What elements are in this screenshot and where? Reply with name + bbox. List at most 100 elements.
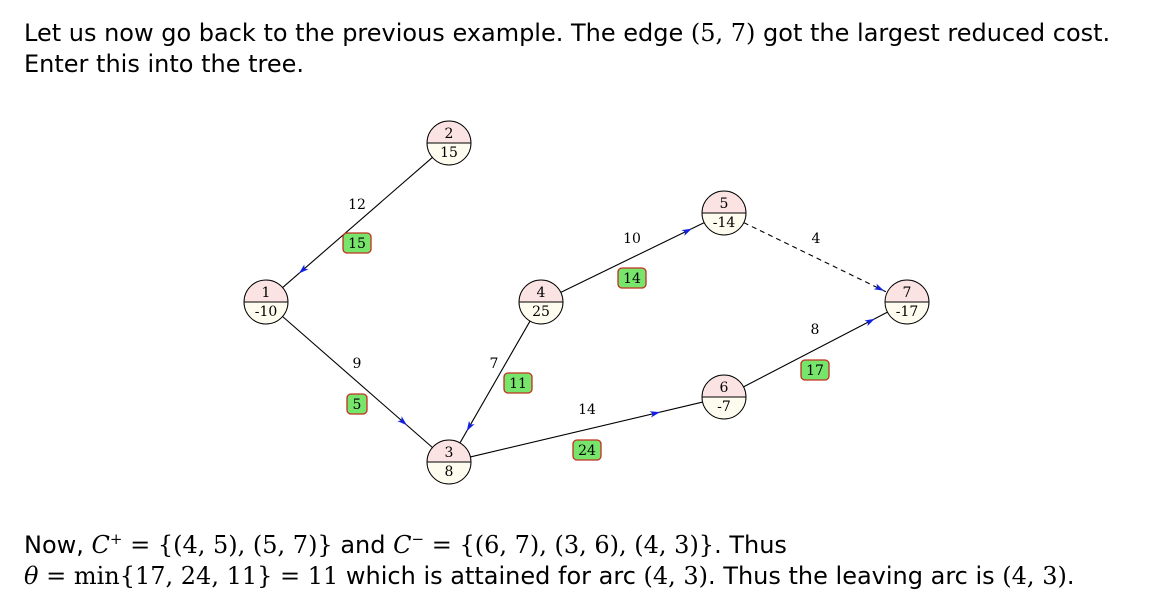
edge-2-1: 12 15 — [282, 157, 433, 288]
node-7: 7-17 — [884, 279, 930, 325]
edge-arrowhead — [864, 318, 875, 327]
intro-text-2: got the largest reduced cost. — [755, 19, 1111, 47]
node-top-half — [427, 121, 471, 143]
node-id-label: 4 — [537, 285, 546, 301]
outro-period: . — [1066, 562, 1075, 590]
outro-and: and — [332, 531, 394, 559]
theta-expr: = min{17, 24, 11} = 11 — [38, 562, 339, 590]
edge-line — [459, 320, 531, 444]
node-bottom-half — [244, 302, 288, 324]
edge-flow-box — [617, 267, 647, 289]
edge-flow-box — [342, 232, 372, 254]
edge-6-7: 8 17 — [743, 311, 888, 388]
edge-cost-label: 7 — [490, 356, 499, 372]
cplus-symbol: C — [91, 531, 110, 559]
theta-symbol: θ — [24, 562, 39, 590]
node-ring — [518, 279, 564, 325]
edge-flow-label: 24 — [578, 443, 596, 459]
edge-cost-label: 14 — [578, 402, 596, 418]
cminus-sup: − — [411, 530, 425, 548]
node-5: 5-14 — [701, 190, 747, 236]
node-value-label: -14 — [713, 215, 736, 231]
edge-line — [282, 157, 433, 288]
outro-thus1: . Thus — [714, 531, 787, 559]
edge-cost-label: 4 — [812, 231, 821, 247]
edge-flow-box — [346, 393, 368, 415]
node-value-label: 25 — [532, 304, 550, 320]
node-id-label: 1 — [262, 285, 271, 301]
outro-paragraph: Now, C+ = {(4, 5), (5, 7)} and C− = {(6,… — [24, 524, 1149, 592]
arc-attained: (4, 3) — [643, 562, 709, 590]
node-ring — [426, 439, 472, 485]
node-ring — [243, 279, 289, 325]
node-top-half — [427, 440, 471, 462]
node-top-half — [519, 280, 563, 302]
edge-3-6: 14 24 — [470, 401, 703, 461]
node-id-label: 2 — [445, 126, 454, 142]
node-id-label: 3 — [445, 445, 454, 461]
cplus-set: = {(4, 5), (5, 7)} — [122, 531, 333, 559]
edge-arrowhead — [681, 228, 692, 236]
node-2: 215 — [426, 120, 472, 166]
edge-cost-label: 8 — [811, 322, 820, 338]
node-value-label: 15 — [440, 145, 458, 161]
cminus-symbol: C — [393, 531, 412, 559]
edge-flow-label: 11 — [509, 376, 527, 392]
intro-text-3: Enter this into the tree. — [24, 50, 304, 78]
node-value-label: -10 — [255, 304, 278, 320]
edge-flow-box — [572, 439, 602, 461]
node-value-label: -17 — [896, 304, 919, 320]
edge-arrowhead — [649, 411, 661, 418]
edge-cost-label: 10 — [623, 231, 641, 247]
cplus-sup: + — [109, 530, 123, 548]
intro-paragraph: Let us now go back to the previous examp… — [24, 18, 1149, 80]
edge-cost-label: 12 — [348, 197, 366, 213]
node-3: 38 — [426, 439, 472, 485]
node-top-half — [244, 280, 288, 302]
node-id-label: 5 — [720, 196, 729, 212]
node-id-label: 7 — [903, 285, 912, 301]
node-ring — [701, 190, 747, 236]
edge-flow-label: 17 — [806, 363, 824, 379]
edge-1-3: 95 — [282, 316, 433, 448]
cminus-set: = {(6, 7), (3, 6), (4, 3)} — [424, 531, 715, 559]
edge-flow-box — [503, 372, 533, 394]
edge-flow-box — [800, 359, 830, 381]
edge-flow-label: 15 — [348, 236, 366, 252]
edge-arrowhead — [298, 264, 309, 274]
node-ring — [701, 374, 747, 420]
node-4: 425 — [518, 279, 564, 325]
edge-arrowhead — [873, 283, 884, 291]
edge-arrowhead — [466, 420, 475, 432]
node-value-label: 8 — [445, 464, 454, 480]
node-top-half — [702, 191, 746, 213]
node-bottom-half — [427, 143, 471, 165]
edge-line — [282, 316, 433, 448]
edge-line — [560, 222, 705, 293]
node-6: 6-7 — [701, 374, 747, 420]
node-value-label: -7 — [717, 399, 731, 415]
outro-now: Now, — [24, 531, 92, 559]
node-ring — [426, 120, 472, 166]
node-bottom-half — [427, 462, 471, 484]
node-bottom-half — [702, 213, 746, 235]
outro-thus2: . Thus the leaving arc is — [708, 562, 1003, 590]
edge-line — [743, 311, 888, 388]
edge-cost-label: 9 — [353, 356, 362, 372]
edge-4-3: 7 11 — [459, 320, 533, 444]
node-bottom-half — [702, 397, 746, 419]
edge-5-7: 4 — [743, 222, 888, 293]
leaving-arc: (4, 3) — [1002, 562, 1067, 590]
edge-line — [470, 401, 703, 458]
intro-text-1: Let us now go back to the previous examp… — [24, 19, 691, 47]
outro-attained: which is attained for arc — [338, 562, 644, 590]
edge-flow-label: 5 — [353, 397, 362, 413]
node-top-half — [702, 375, 746, 397]
node-bottom-half — [885, 302, 929, 324]
node-id-label: 6 — [720, 380, 729, 396]
node-bottom-half — [519, 302, 563, 324]
edge-arrowhead — [397, 416, 407, 426]
